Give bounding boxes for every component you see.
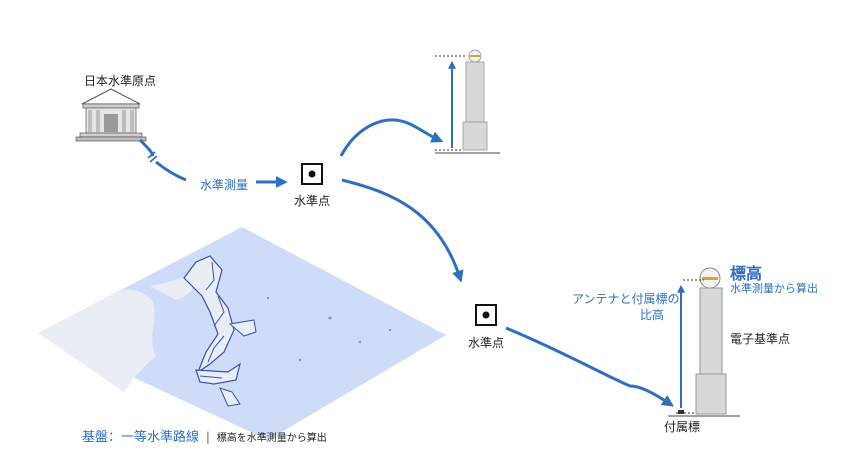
benchmark-1-symbol-icon: [301, 163, 323, 185]
origin-connector-line: [138, 138, 155, 157]
basis-separator: |: [205, 430, 210, 444]
elevation-title: 標高: [730, 264, 763, 283]
leveling-route-map: [38, 227, 446, 440]
antenna-height-line1: アンテナと付属標の: [572, 292, 680, 306]
basis-title: 基盤：一等水準路線: [82, 430, 200, 445]
leveling-line: [155, 160, 187, 182]
arrow-to-top-pillar: [339, 118, 444, 157]
benchmark-1-label: 水準点: [294, 194, 331, 208]
top-pillar-icon: [435, 49, 500, 154]
basis-caption: 基盤：一等水準路線 | 標高を水準測量から算出: [82, 426, 327, 445]
antenna-height-line2: 比高: [640, 308, 665, 322]
arrow-to-benchmark-2: [341, 178, 464, 283]
basis-note: 標高を水準測量から算出: [216, 433, 327, 444]
benchmark-2-label: 水準点: [468, 336, 505, 350]
leveling-label: 水準測量: [200, 178, 249, 192]
attached-mark-label: 付属標: [664, 420, 701, 434]
break-mark-icon: [147, 151, 158, 163]
arrow-to-attached-mark: [505, 326, 674, 407]
gnss-station-label: 電子基準点: [730, 332, 791, 346]
gnss-pillar-icon: [668, 267, 740, 417]
elevation-note: 水準測量から算出: [730, 282, 818, 295]
origin-label: 日本水準原点: [84, 74, 157, 88]
benchmark-2-symbol-icon: [475, 304, 497, 326]
origin-building-icon: [75, 88, 147, 142]
